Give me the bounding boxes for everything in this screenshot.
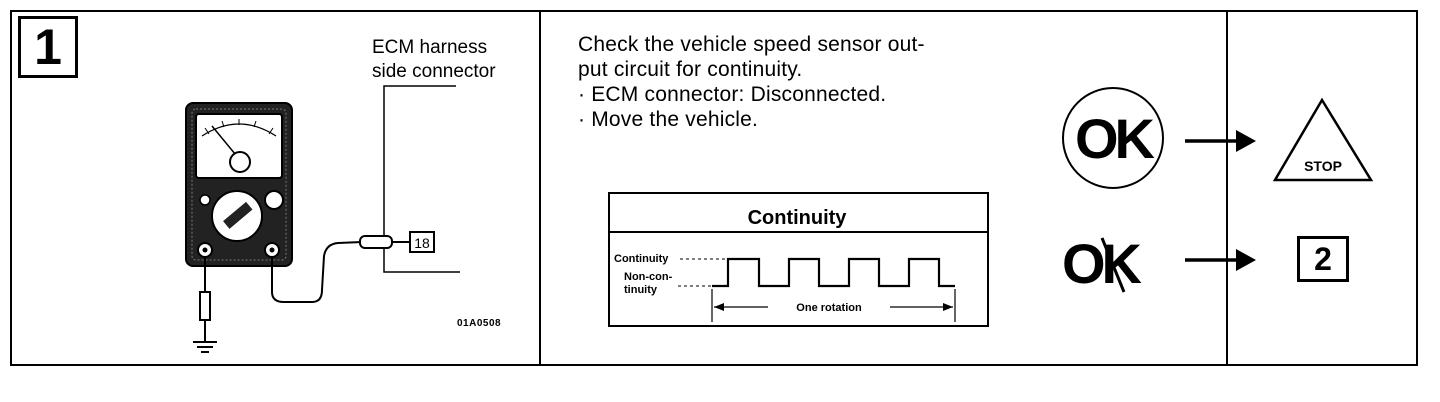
ok-result: OK xyxy=(1062,87,1164,189)
chart-low-label-line1: Non-con- xyxy=(624,271,673,283)
ecm-label-line1: ECM harness xyxy=(372,37,488,58)
step-number-box: 1 xyxy=(18,16,78,78)
rotation-arrow-right xyxy=(943,303,953,311)
ng-label: OK xyxy=(1062,232,1142,295)
rotation-arrow-left xyxy=(714,303,724,311)
figure-code: 01A0508 xyxy=(457,318,502,329)
ng-strike-mark xyxy=(1100,237,1126,293)
ok-label: OK xyxy=(1075,107,1155,170)
instruction-bullet2: · Move the vehicle. xyxy=(578,108,759,131)
continuity-waveform xyxy=(712,257,955,288)
ng-arrow-icon xyxy=(1185,249,1256,271)
probe-lead xyxy=(271,241,363,303)
rotation-label: One rotation xyxy=(796,302,862,314)
ecm-connector-label: ECM harness side connector xyxy=(372,36,496,84)
connector-pointer-line xyxy=(383,85,460,273)
column-divider-right xyxy=(1226,10,1228,366)
stop-sign-icon: STOP xyxy=(1272,97,1374,182)
ecm-label-line2: side connector xyxy=(372,61,496,82)
instruction-line2: put circuit for continuity. xyxy=(578,58,803,81)
multimeter-icon xyxy=(185,102,293,267)
ok-arrow-icon xyxy=(1185,130,1256,152)
column-divider-left xyxy=(539,10,541,366)
ground-symbol-icon xyxy=(193,341,217,353)
instruction-line1: Check the vehicle speed sensor out- xyxy=(578,33,925,56)
connector-terminal-box: 18 xyxy=(409,231,435,253)
probe-icon xyxy=(359,235,410,249)
procedure-frame xyxy=(10,10,1418,366)
stop-label: STOP xyxy=(1304,158,1342,174)
ng-result: OK xyxy=(1062,232,1146,295)
ground-lead xyxy=(199,257,211,342)
instruction-bullet1: · ECM connector: Disconnected. xyxy=(578,83,887,106)
continuity-chart: Continuity Continuity Non-con- tinuity O… xyxy=(608,192,989,327)
instruction-text: Check the vehicle speed sensor out- put … xyxy=(578,32,925,132)
chart-low-label-line2: tinuity xyxy=(624,284,658,296)
connector-pin-label: 18 xyxy=(414,235,430,251)
chart-title: Continuity xyxy=(748,207,848,229)
chart-high-label: Continuity xyxy=(614,253,669,265)
next-step-box: 2 xyxy=(1297,236,1349,282)
